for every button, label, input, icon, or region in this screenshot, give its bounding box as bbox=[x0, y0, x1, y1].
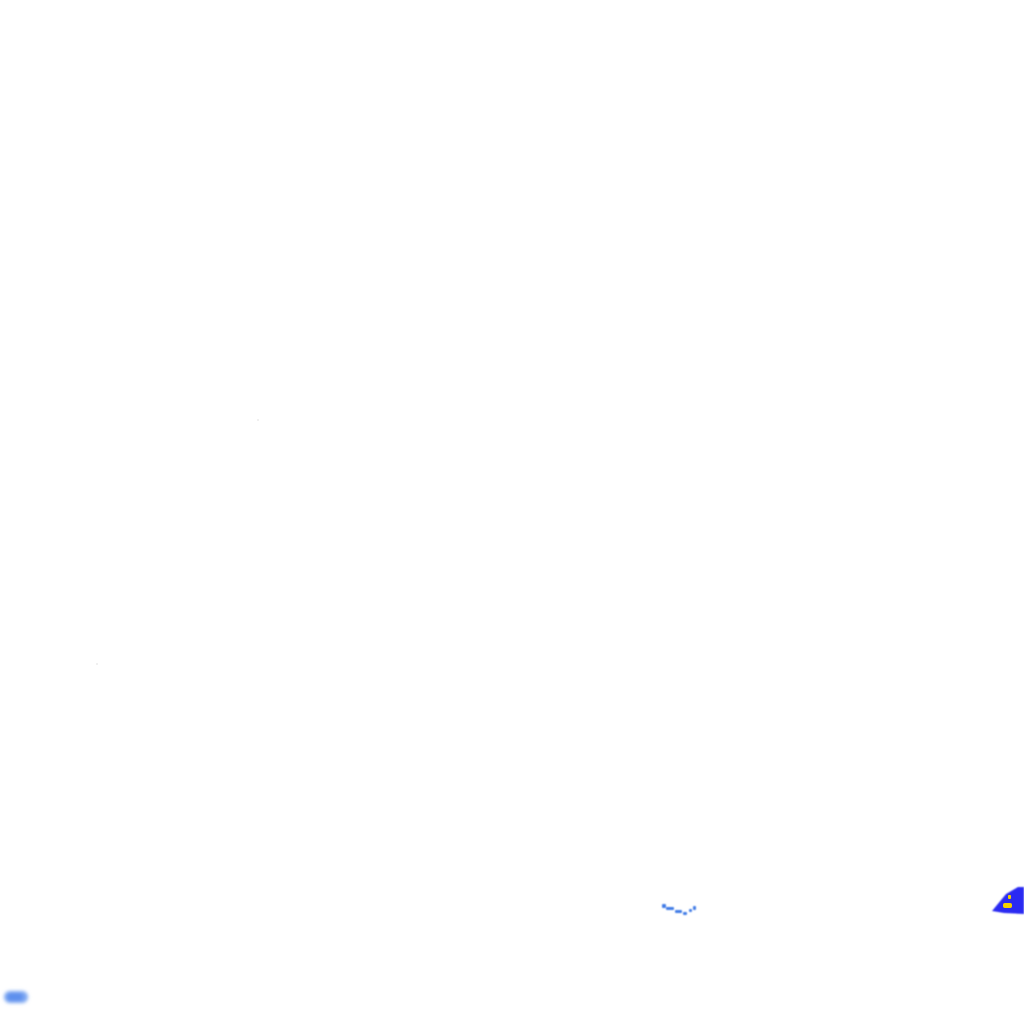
right-blob bbox=[992, 887, 1024, 914]
faint-dot-2 bbox=[96, 663, 98, 665]
faint-dot-1 bbox=[257, 419, 259, 421]
yellow-highlight bbox=[1003, 903, 1012, 908]
middle-dashes bbox=[662, 904, 696, 915]
left-speck bbox=[4, 991, 28, 1003]
